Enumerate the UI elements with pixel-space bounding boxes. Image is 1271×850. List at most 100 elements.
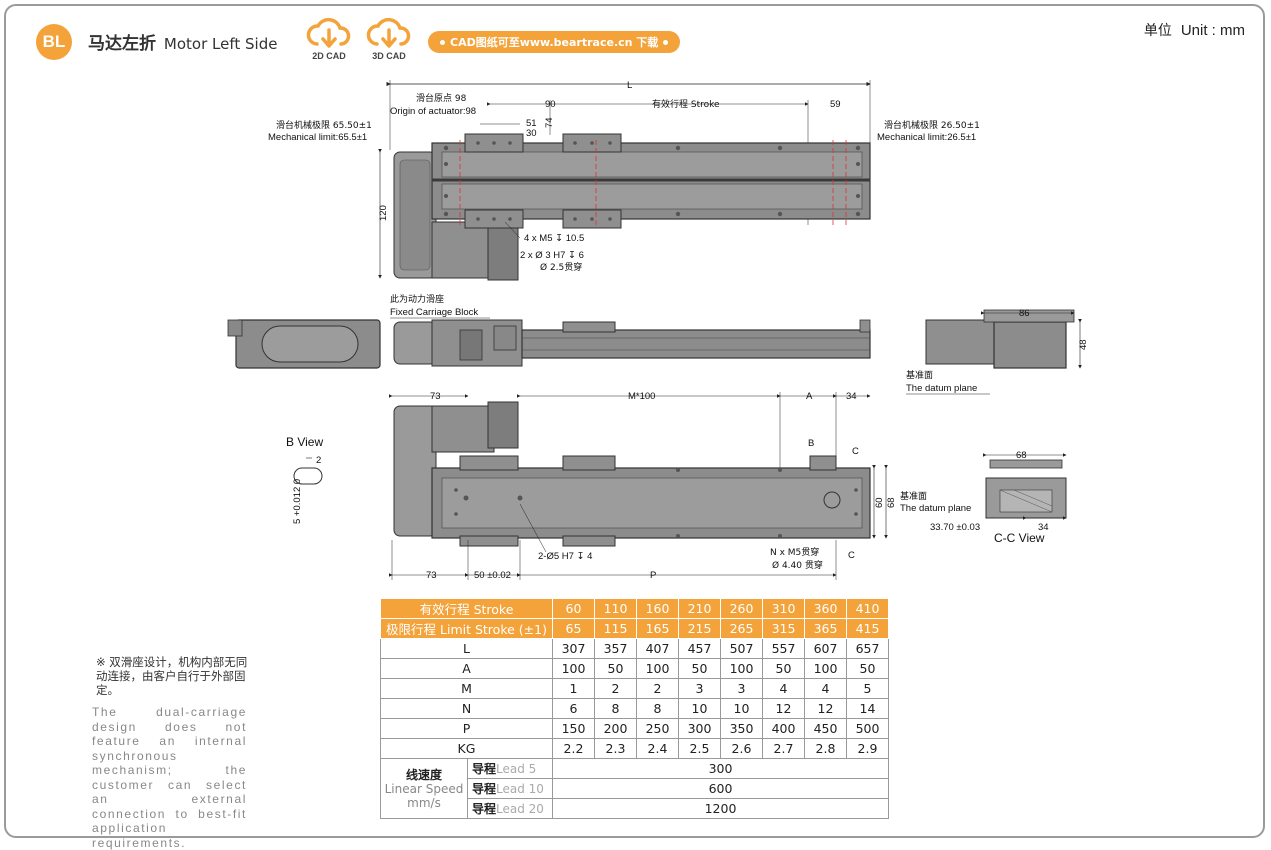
table-cell: 657 xyxy=(846,638,889,659)
side-view: 此为动力滑座 Fixed Carriage Block xyxy=(227,293,871,369)
table-cell: 2.8 xyxy=(804,738,847,759)
datum-en: The datum plane xyxy=(906,383,977,394)
mech-left-en: Mechanical limit:65.5±1 xyxy=(268,132,367,143)
limit-cell: 115 xyxy=(594,618,637,639)
speed-value: 1200 xyxy=(552,798,889,819)
stroke-cell: 310 xyxy=(762,598,805,619)
table-cell: 12 xyxy=(804,698,847,719)
table-cell: 3 xyxy=(720,678,763,699)
dim-m100: M*100 xyxy=(628,391,655,402)
unit-label: 单位 Unit : mm xyxy=(1144,20,1245,40)
nxm5-spec: N x M5贯穿 xyxy=(770,546,819,558)
table-cell: 2.5 xyxy=(678,738,721,759)
table-cell: 4 xyxy=(762,678,805,699)
cad-3d-button[interactable]: 3D CAD xyxy=(364,16,414,61)
dim-48: 48 xyxy=(1078,339,1089,350)
table-cell: 50 xyxy=(678,658,721,679)
title-cn: 马达左折 xyxy=(88,34,156,54)
mech-left-cn: 滑台机械极限 65.50±1 xyxy=(276,119,372,131)
stroke-cell: 110 xyxy=(594,598,637,619)
table-cell: 2.9 xyxy=(846,738,889,759)
pin-spec: 2-Ø5 H7 ↧ 4 xyxy=(538,551,592,562)
table-cell: 357 xyxy=(594,638,637,659)
cc-d3370: 33.70 ±0.03 xyxy=(930,522,980,533)
table-cell: 250 xyxy=(636,718,679,739)
dim-74: 74 xyxy=(544,117,555,128)
table-cell: 5 xyxy=(846,678,889,699)
limit-cell: 315 xyxy=(762,618,805,639)
dim-60: 60 xyxy=(874,497,885,508)
stroke-cell: 360 xyxy=(804,598,847,619)
cc-d68: 68 xyxy=(1016,450,1027,461)
table-cell: 400 xyxy=(762,718,805,739)
lead-label: 导程Lead 20 xyxy=(467,798,553,819)
b-view-tol: 5 +0.012 0 xyxy=(292,479,303,524)
cc-view-title: C-C View xyxy=(994,531,1045,545)
table-cell: 200 xyxy=(594,718,637,739)
table-cell: 10 xyxy=(678,698,721,719)
fixed-carriage-en: Fixed Carriage Block xyxy=(390,307,478,318)
table-cell: 8 xyxy=(594,698,637,719)
limit-cell: 165 xyxy=(636,618,679,639)
stroke-label: 有效行程 Stroke xyxy=(380,598,553,619)
table-cell: 100 xyxy=(636,658,679,679)
table-cell: 50 xyxy=(762,658,805,679)
table-cell: 50 xyxy=(594,658,637,679)
dim-L: L xyxy=(627,80,632,91)
datum-en-2: The datum plane xyxy=(900,503,971,514)
lead-cn: 导程 xyxy=(472,762,497,776)
lead-en: Lead 10 xyxy=(496,782,544,796)
speed-row: 导程Lead 10 600 xyxy=(381,778,889,799)
speed-row: 导程Lead 20 1200 xyxy=(381,798,889,819)
table-cell: 1 xyxy=(552,678,595,699)
table-cell: 100 xyxy=(720,658,763,679)
note-cn: ※ 双滑座设计，机构内部无同动连接，由客户自行于外部固定。 xyxy=(96,655,248,697)
lead-cn: 导程 xyxy=(472,802,497,816)
row-label: KG xyxy=(380,738,553,759)
end-view: 86 48 基准面 The datum plane xyxy=(906,308,1089,395)
dot-icon xyxy=(663,39,669,45)
dim-34: 34 xyxy=(846,391,857,402)
speed-value: 600 xyxy=(552,778,889,799)
b-view-d2: 2 xyxy=(316,455,321,466)
limit-cell: 415 xyxy=(846,618,889,639)
title-en: Motor Left Side xyxy=(163,35,278,53)
limit-cell: 215 xyxy=(678,618,721,639)
table-cell: 607 xyxy=(804,638,847,659)
table-cell: 307 xyxy=(552,638,595,659)
download-link[interactable]: CAD图纸可至www.beartrace.cn 下载 xyxy=(428,31,681,53)
cad-3d-label: 3D CAD xyxy=(372,51,406,61)
hole-spec-3: Ø 2.5贯穿 xyxy=(540,261,582,273)
download-text: CAD图纸可至www.beartrace.cn 下载 xyxy=(450,36,659,49)
dim-86: 86 xyxy=(1019,308,1030,319)
fixed-carriage-cn: 此为动力滑座 xyxy=(390,293,444,305)
cloud-download-icon xyxy=(306,17,351,48)
spec-table: 有效行程 Stroke 60 110 160 210 260 310 360 4… xyxy=(380,598,889,819)
limit-cell: 265 xyxy=(720,618,763,639)
row-label: N xyxy=(380,698,553,719)
top-view: L 滑台原点 98 Origin of actuator:98 90 有效行程 … xyxy=(268,80,980,281)
hole-spec-1: 4 x M5 ↧ 10.5 xyxy=(524,233,584,244)
dot-icon xyxy=(440,39,445,45)
table-cell: 2.2 xyxy=(552,738,595,759)
bottom-view: 73 M*100 A 34 B C 60 68 基准面 The datum pl… xyxy=(389,391,971,581)
table-cell: 150 xyxy=(552,718,595,739)
table-cell: 457 xyxy=(678,638,721,659)
dim-73b: 73 xyxy=(426,570,437,581)
dim-68: 68 xyxy=(886,497,897,508)
b-view-title: B View xyxy=(286,435,323,449)
cad-2d-button[interactable]: 2D CAD xyxy=(304,16,354,61)
b-view: B View 2 5 +0.012 0 xyxy=(286,435,323,524)
dim-p: P xyxy=(650,570,656,581)
phi44-spec: Ø 4.40 贯穿 xyxy=(772,559,823,571)
page-frame xyxy=(4,4,1265,838)
table-cell: 12 xyxy=(762,698,805,719)
stroke-row: 有效行程 Stroke 60 110 160 210 260 310 360 4… xyxy=(380,598,889,619)
note-en: The dual-carriage design does not featur… xyxy=(92,705,247,850)
table-cell: 100 xyxy=(804,658,847,679)
dim-stroke: 有效行程 Stroke xyxy=(652,98,720,110)
